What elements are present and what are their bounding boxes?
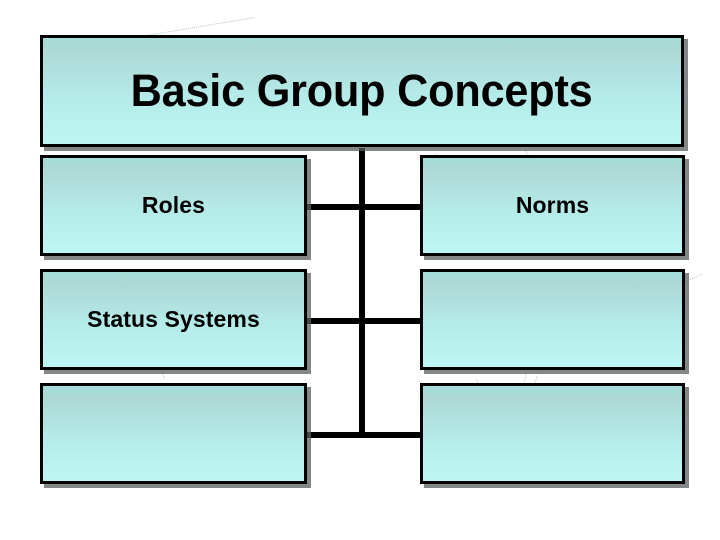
concept-box-label: Roles <box>141 192 206 219</box>
page-title: Basic Group Concepts <box>131 65 593 117</box>
connector-trunk-vertical <box>359 148 365 438</box>
connector-branch-row-1 <box>306 204 422 210</box>
concept-box-norms[interactable]: Norms <box>420 155 685 256</box>
concept-box-status-systems[interactable]: Status Systems <box>40 269 307 370</box>
concept-box-roles[interactable]: Roles <box>40 155 307 256</box>
concept-box-bottom-left-empty[interactable] <box>40 383 307 484</box>
connector-branch-row-3 <box>306 432 422 438</box>
concept-box-label: Status Systems <box>87 306 260 333</box>
concept-box-right-middle-empty[interactable] <box>420 269 685 370</box>
concept-box-bottom-right-empty[interactable] <box>420 383 685 484</box>
connector-branch-row-2 <box>306 318 422 324</box>
concept-box-label: Norms <box>515 192 590 219</box>
title-box[interactable]: Basic Group Concepts <box>40 35 684 147</box>
